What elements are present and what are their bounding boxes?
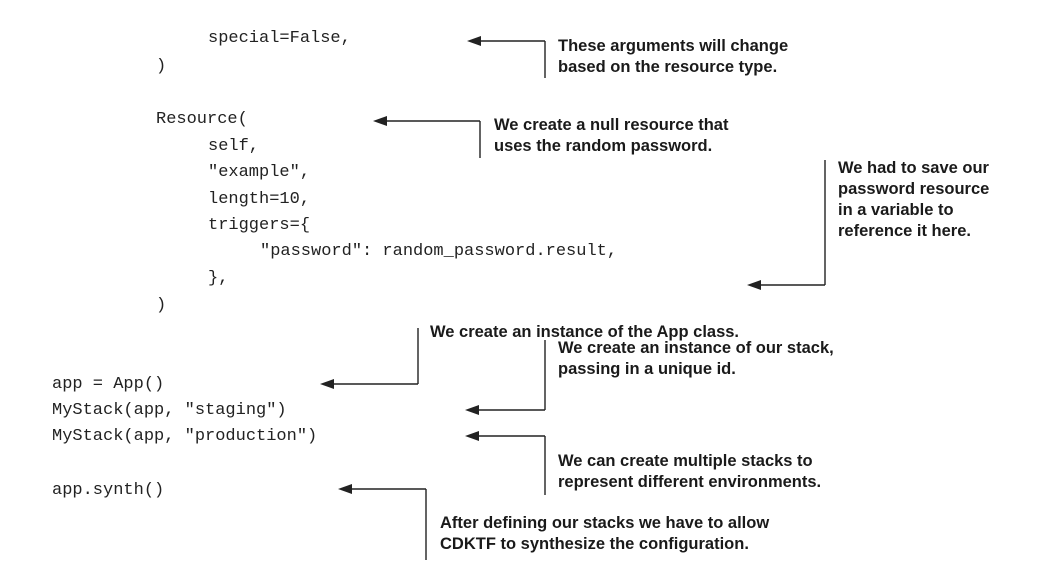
code-line: MyStack(app, "staging"): [52, 401, 287, 420]
code-line: special=False,: [208, 29, 351, 48]
annotation-line: in a variable to: [838, 201, 954, 219]
code-line: length=10,: [208, 190, 311, 209]
annotation-line: We create a null resource that: [494, 116, 729, 134]
annotation-line: based on the resource type.: [558, 58, 778, 76]
code-line: self,: [208, 137, 260, 156]
code-line: },: [208, 269, 229, 288]
code-line: "password": random_password.result,: [260, 242, 618, 261]
code-line: ): [156, 296, 167, 315]
annotation-line: reference it here.: [838, 222, 971, 240]
annotation-line: uses the random password.: [494, 137, 713, 155]
annotation-line: After defining our stacks we have to all…: [440, 514, 770, 532]
annotation-synthesize: After defining our stacks we have to all…: [440, 513, 769, 555]
annotation-line: We create an instance of our stack,: [558, 339, 834, 357]
annotation-line: CDKTF to synthesize the configuration.: [440, 535, 749, 553]
annotation-line: represent different environments.: [558, 473, 822, 491]
annotation-line: These arguments will change: [558, 37, 789, 55]
code-line: MyStack(app, "production"): [52, 427, 318, 446]
annotation-line: password resource: [838, 180, 990, 198]
annotation-line: We create an instance of the App class.: [430, 323, 740, 341]
annotation-multiple-stacks: We can create multiple stacks to represe…: [558, 451, 821, 493]
annotation-arguments-change: These arguments will change based on the…: [558, 36, 788, 78]
code-line: Resource(: [156, 110, 248, 129]
code-line: triggers={: [208, 216, 311, 235]
annotation-line: We had to save our: [838, 159, 989, 177]
code-line: app.synth(): [52, 481, 165, 500]
annotation-line: We can create multiple stacks to: [558, 452, 813, 470]
annotation-line: passing in a unique id.: [558, 360, 736, 378]
annotation-password-variable: We had to save our password resource in …: [838, 158, 989, 242]
code-line: ): [156, 57, 167, 76]
annotation-app-instance: We create an instance of the App class.: [430, 322, 739, 343]
code-line: "example",: [208, 163, 311, 182]
annotation-stack-instance: We create an instance of our stack, pass…: [558, 338, 834, 380]
annotation-null-resource: We create a null resource that uses the …: [494, 115, 728, 157]
code-line: app = App(): [52, 375, 165, 394]
